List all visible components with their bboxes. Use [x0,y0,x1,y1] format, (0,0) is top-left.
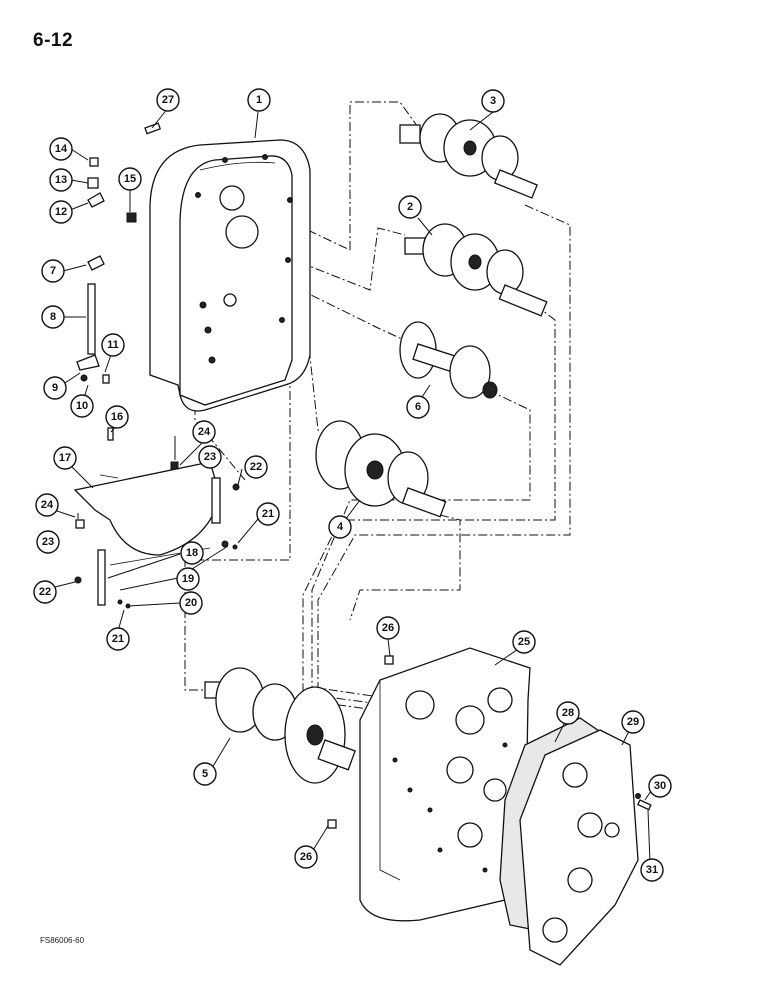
callout-27: 27 [156,88,180,112]
callout-22-lower: 22 [33,580,57,604]
svg-text:25: 25 [518,636,530,648]
callout-23-lower: 23 [36,530,60,554]
callout-21-lower: 21 [106,627,130,651]
page-number: 6-12 [33,30,74,51]
valve-housing [359,647,531,922]
svg-text:29: 29 [627,716,639,728]
svg-text:21: 21 [262,508,274,520]
hardware-parts [74,122,652,829]
callout-13: 13 [49,168,73,192]
callout-9: 9 [43,376,67,400]
svg-text:28: 28 [562,707,574,719]
cluster-gear [399,321,498,399]
callout-28: 28 [556,701,580,725]
callout-14: 14 [49,137,73,161]
upper-gear-shaft [399,113,538,199]
callout-4: 4 [328,515,352,539]
svg-text:27: 27 [162,94,174,106]
svg-text:3: 3 [490,95,496,107]
svg-text:7: 7 [50,265,56,277]
svg-text:22: 22 [39,586,51,598]
svg-text:4: 4 [337,521,344,533]
svg-text:22: 22 [250,461,262,473]
figure-code: FS86006-60 [40,936,85,945]
callout-2: 2 [398,195,422,219]
svg-text:1: 1 [256,94,262,106]
svg-text:16: 16 [111,411,123,423]
callout-23-upper: 23 [198,445,222,469]
cover-plate [519,729,639,966]
svg-text:24: 24 [198,426,211,438]
svg-text:31: 31 [646,864,658,876]
svg-text:13: 13 [55,174,67,186]
callout-18: 18 [180,541,204,565]
middle-gear-shaft [315,420,447,518]
callout-20: 20 [179,591,203,615]
svg-text:9: 9 [52,382,58,394]
svg-text:21: 21 [112,633,124,645]
callout-11: 11 [101,333,125,357]
callout-22-upper: 22 [244,455,268,479]
svg-text:26: 26 [382,622,394,634]
svg-text:15: 15 [124,173,136,185]
svg-text:23: 23 [42,536,54,548]
svg-text:30: 30 [654,780,666,792]
callout-29: 29 [621,710,645,734]
callout-3: 3 [481,89,505,113]
svg-text:23: 23 [204,451,216,463]
callout-8: 8 [41,305,65,329]
svg-text:14: 14 [55,143,68,155]
callout-7: 7 [41,259,65,283]
callout-17: 17 [53,446,77,470]
lower-gear-shaft [204,667,356,784]
callout-16: 16 [105,405,129,429]
callout-6: 6 [406,395,430,419]
callout-12: 12 [49,200,73,224]
svg-text:11: 11 [107,339,119,351]
callout-24-upper: 24 [192,420,216,444]
svg-text:26: 26 [300,851,312,863]
transmission-housing [149,139,311,412]
callout-24-lower: 24 [35,493,59,517]
callout-26-lower: 26 [294,845,318,869]
callout-5: 5 [193,762,217,786]
svg-text:17: 17 [59,452,71,464]
callout-30: 30 [648,774,672,798]
callout-1: 1 [247,88,271,112]
callout-15: 15 [118,167,142,191]
callout-10: 10 [70,394,94,418]
svg-text:10: 10 [76,400,88,412]
callout-25: 25 [512,630,536,654]
svg-text:5: 5 [202,768,208,780]
svg-text:19: 19 [182,573,194,585]
svg-text:20: 20 [185,597,197,609]
svg-text:2: 2 [407,201,413,213]
callout-19: 19 [176,567,200,591]
svg-text:6: 6 [415,401,421,413]
svg-text:12: 12 [55,206,67,218]
svg-text:18: 18 [186,547,198,559]
svg-text:8: 8 [50,311,56,323]
callout-26-upper: 26 [376,616,400,640]
callout-31: 31 [640,858,664,882]
callout-21-upper: 21 [256,502,280,526]
second-gear-shaft [404,223,548,317]
svg-text:24: 24 [41,499,54,511]
